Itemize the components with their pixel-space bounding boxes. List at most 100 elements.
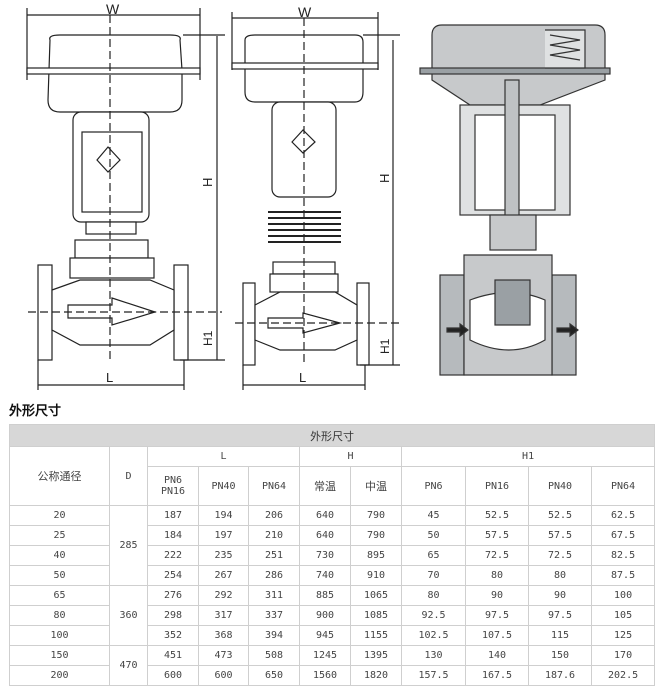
cell-value: 90: [465, 585, 529, 606]
cell-value: 251: [248, 545, 300, 566]
cell-value: 57.5: [465, 525, 529, 546]
cell-value: 1395: [350, 645, 402, 666]
cell-value: 167.5: [465, 665, 529, 686]
cell-value: 87.5: [590, 565, 656, 586]
cell-value: 50: [401, 525, 466, 546]
cell-value: 1560: [299, 665, 351, 686]
cell-value: 740: [299, 565, 351, 586]
length-label-2: L: [299, 370, 306, 385]
cell-value: 170: [590, 645, 656, 666]
cell-value: 92.5: [401, 605, 466, 626]
header-h: H: [299, 446, 402, 467]
height-label-2: H: [377, 174, 392, 183]
cell-value: 600: [198, 665, 249, 686]
cell-value: 222: [147, 545, 199, 566]
cell-value: 197: [198, 525, 249, 546]
header-h1-pn40: PN40: [528, 466, 592, 506]
table-caption: 外形尺寸: [8, 424, 656, 447]
cell-value: 286: [248, 565, 300, 586]
cell-value: 473: [198, 645, 249, 666]
valve-extended-bonnet-view: W L H H1: [231, 4, 400, 390]
cell-value: 910: [350, 565, 402, 586]
cell-value: 80: [401, 585, 466, 606]
height-label: H: [200, 178, 215, 187]
cell-value: 67.5: [590, 525, 656, 546]
cell-value: 115: [528, 625, 592, 646]
cell-nominal-diameter: 150: [9, 645, 110, 666]
cell-value: 72.5: [528, 545, 592, 566]
cell-value: 130: [401, 645, 466, 666]
cell-value: 52.5: [528, 505, 592, 526]
cell-value: 65: [401, 545, 466, 566]
cell-value: 45: [401, 505, 466, 526]
cell-nominal-diameter: 100: [9, 625, 110, 646]
cell-value: 730: [299, 545, 351, 566]
cell-value: 640: [299, 525, 351, 546]
cell-nominal-diameter: 20: [9, 505, 110, 526]
cell-value: 317: [198, 605, 249, 626]
cell-value: 105: [590, 605, 656, 626]
cell-value: 57.5: [528, 525, 592, 546]
header-l-pn40: PN40: [198, 466, 249, 506]
cell-value: 194: [198, 505, 249, 526]
cell-nominal-diameter: 65: [9, 585, 110, 606]
cell-nominal-diameter: 200: [9, 665, 110, 686]
cell-value: 62.5: [590, 505, 656, 526]
header-l-pn64: PN64: [248, 466, 300, 506]
cell-value: 80: [528, 565, 592, 586]
cell-value: 276: [147, 585, 199, 606]
height1-label: H1: [201, 330, 215, 346]
cell-value: 235: [198, 545, 249, 566]
section-title: 外形尺寸: [9, 404, 62, 419]
cell-value: 157.5: [401, 665, 466, 686]
cell-value: 1085: [350, 605, 402, 626]
header-l: L: [147, 446, 300, 467]
cell-value: 125: [590, 625, 656, 646]
cell-value: 267: [198, 565, 249, 586]
cell-value: 895: [350, 545, 402, 566]
cell-value: 254: [147, 565, 199, 586]
cell-value: 311: [248, 585, 300, 606]
cell-value: 187: [147, 505, 199, 526]
cell-value: 202.5: [590, 665, 656, 686]
cell-value: 394: [248, 625, 300, 646]
cell-value: 600: [147, 665, 199, 686]
cell-value: 70: [401, 565, 466, 586]
cell-nominal-diameter: 40: [9, 545, 110, 566]
cell-value: 790: [350, 505, 402, 526]
width-label-2: W: [298, 4, 312, 20]
cell-nominal-diameter: 25: [9, 525, 110, 546]
header-h1-pn16: PN16: [465, 466, 529, 506]
cell-nominal-diameter: 80: [9, 605, 110, 626]
header-h-normal: 常温: [299, 466, 351, 506]
cell-d: 360: [109, 585, 148, 646]
cell-value: 80: [465, 565, 529, 586]
cell-value: 72.5: [465, 545, 529, 566]
cell-value: 945: [299, 625, 351, 646]
height1-label-2: H1: [378, 338, 392, 354]
cell-value: 640: [299, 505, 351, 526]
cell-value: 184: [147, 525, 199, 546]
valve-front-view: W L H H1: [26, 1, 225, 390]
header-nominal-diameter: 公称通径: [9, 446, 110, 506]
cell-value: 508: [248, 645, 300, 666]
valve-cross-section: [419, 24, 611, 376]
cell-value: 52.5: [465, 505, 529, 526]
cell-value: 298: [147, 605, 199, 626]
header-h1-pn6: PN6: [401, 466, 466, 506]
cell-value: 900: [299, 605, 351, 626]
cell-value: 885: [299, 585, 351, 606]
cell-value: 187.6: [528, 665, 592, 686]
cell-value: 100: [590, 585, 656, 606]
cell-value: 107.5: [465, 625, 529, 646]
cell-value: 82.5: [590, 545, 656, 566]
cell-value: 292: [198, 585, 249, 606]
